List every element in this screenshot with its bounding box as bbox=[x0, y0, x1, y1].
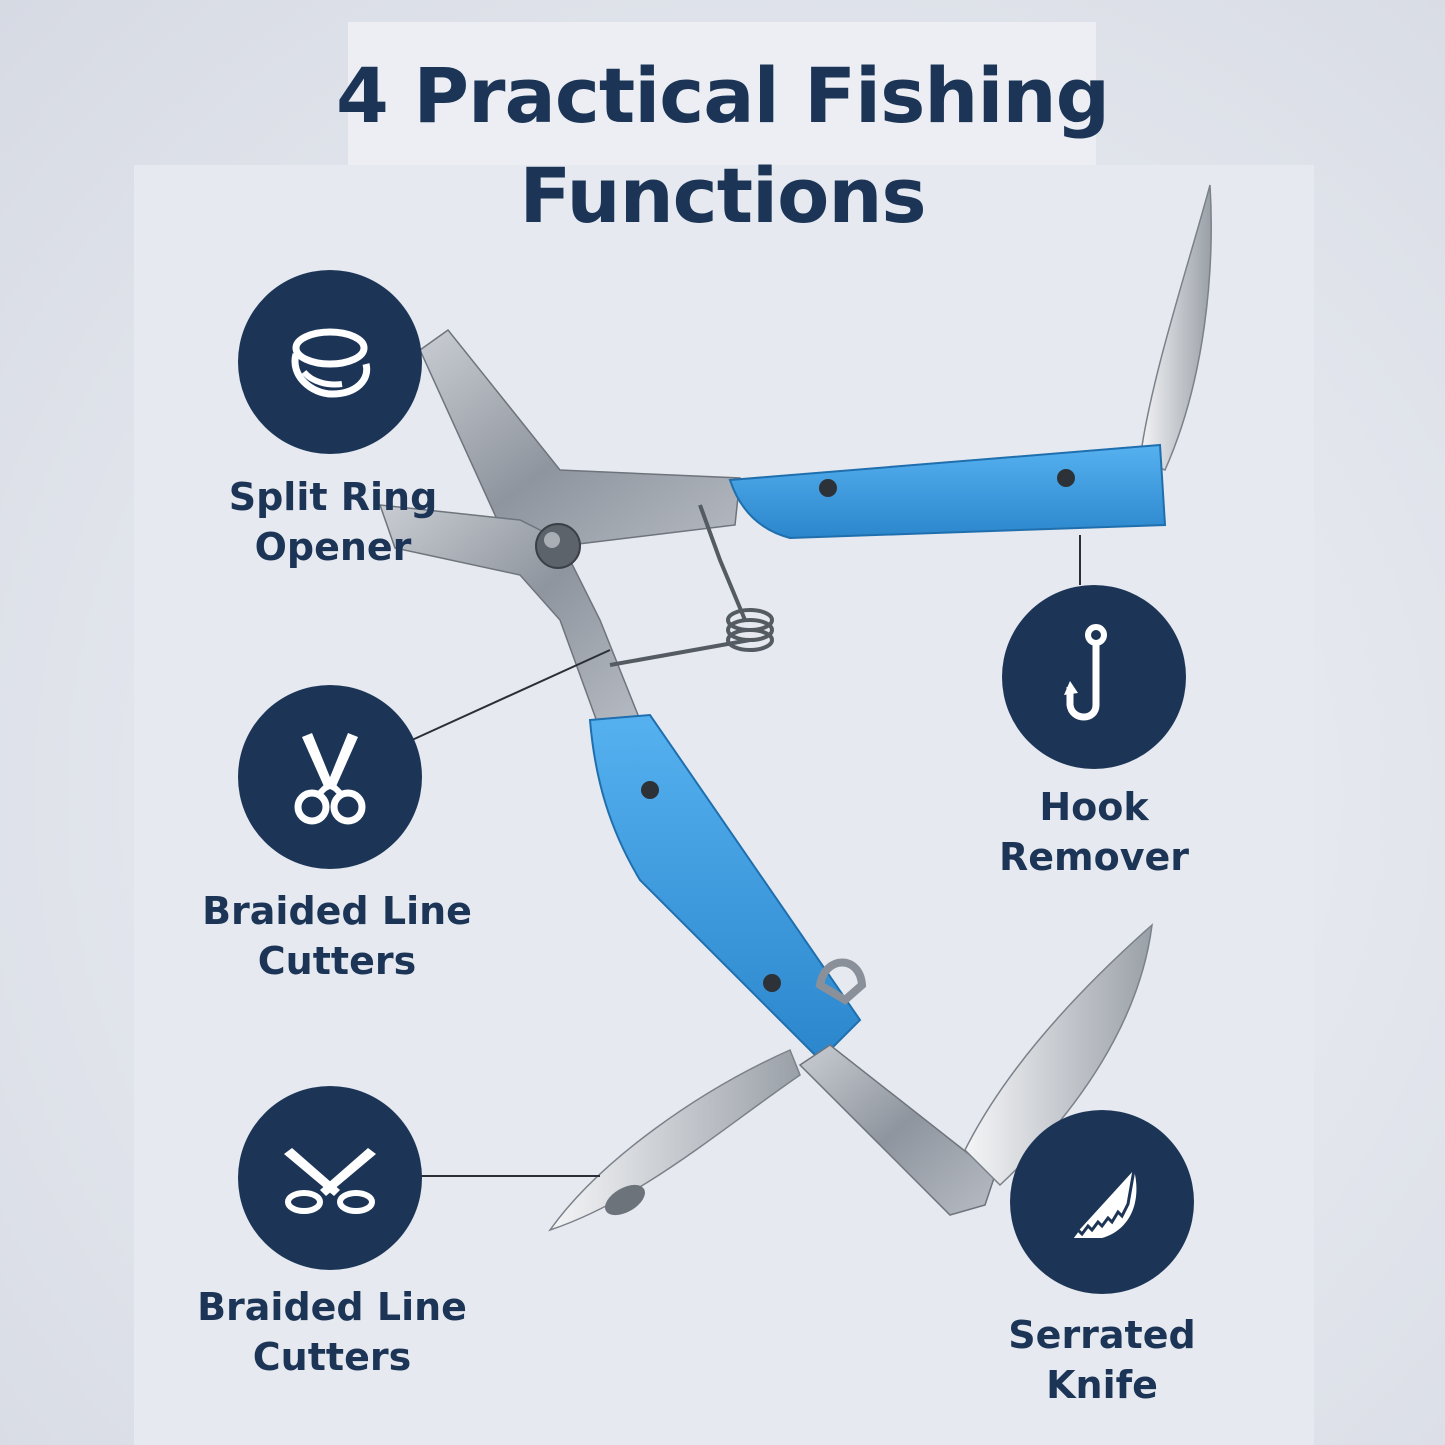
split-ring-icon bbox=[291, 328, 371, 398]
spring bbox=[609, 504, 751, 667]
open-scissors-badge bbox=[238, 1086, 422, 1270]
scissors-badge bbox=[238, 685, 422, 869]
split-ring-badge bbox=[238, 270, 422, 454]
serrated-knife-icon bbox=[1070, 1169, 1137, 1239]
bottom-arm bbox=[798, 1044, 996, 1216]
serrated-knife-line1: Serrated bbox=[1008, 1313, 1196, 1357]
braided-line-cutters-1-line2: Cutters bbox=[257, 939, 417, 983]
braided-line-cutters-2-line2: Cutters bbox=[252, 1335, 412, 1379]
scissors-icon bbox=[294, 733, 366, 825]
split-ring-label-line2: Opener bbox=[254, 525, 412, 569]
pivot-screw bbox=[535, 523, 581, 569]
title-panel bbox=[348, 22, 1096, 167]
split-ring-label-line1: Split Ring bbox=[228, 475, 438, 519]
hook-remover-line2: Remover bbox=[998, 835, 1190, 879]
braided-line-cutters-label-2: Braided Line Cutters bbox=[182, 1282, 482, 1382]
fish-hook-icon bbox=[1064, 624, 1107, 721]
callout-line-cutters bbox=[411, 649, 611, 741]
page-title-line2: Functions bbox=[519, 151, 926, 240]
lower-handle bbox=[588, 713, 862, 1062]
serrated-blade bbox=[548, 1048, 801, 1232]
hook-badge bbox=[1002, 585, 1186, 769]
serrated-knife-line2: Knife bbox=[1046, 1363, 1158, 1407]
hook-remover-line1: Hook bbox=[1039, 785, 1149, 829]
upper-handle bbox=[728, 443, 1167, 540]
braided-line-cutters-1-line1: Braided Line bbox=[202, 889, 472, 933]
braided-line-cutters-label-1: Braided Line Cutters bbox=[187, 886, 487, 986]
braided-line-cutters-2-line1: Braided Line bbox=[197, 1285, 467, 1329]
hook-remover-label: Hook Remover bbox=[944, 782, 1244, 882]
serrated-knife-label: Serrated Knife bbox=[952, 1310, 1252, 1410]
top-knife-blade bbox=[1139, 184, 1212, 471]
split-ring-label: Split Ring Opener bbox=[183, 472, 483, 572]
page-title-line1: 4 Practical Fishing bbox=[336, 51, 1110, 140]
serrated-knife-badge bbox=[1010, 1110, 1194, 1294]
open-scissors-icon bbox=[284, 1148, 376, 1214]
